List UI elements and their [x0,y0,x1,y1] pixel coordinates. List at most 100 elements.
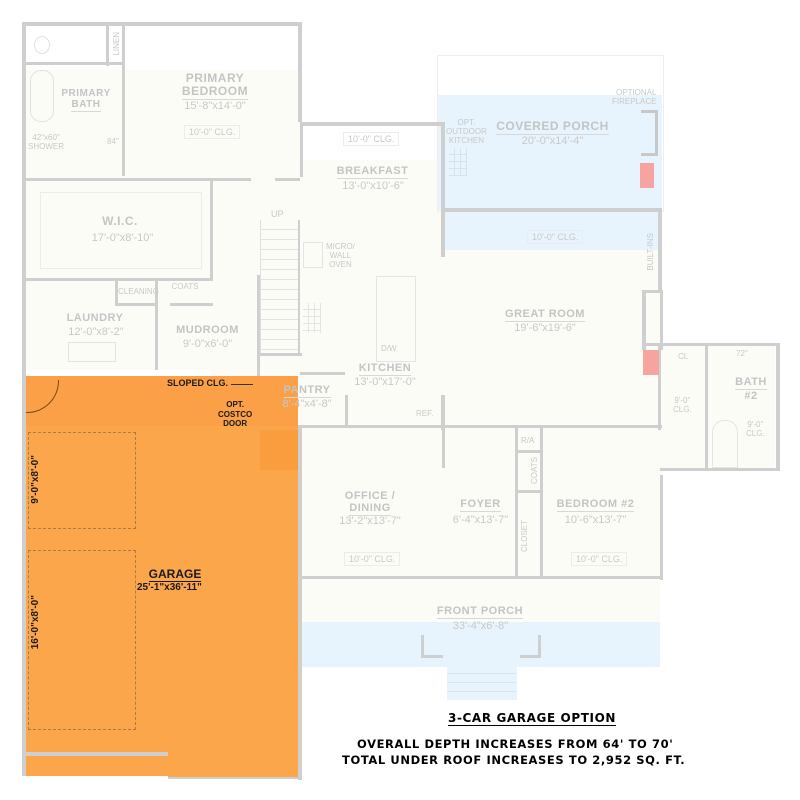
garage-corner-shade [260,430,298,470]
porch-post [538,635,541,657]
wall [170,303,213,306]
garage-bay-2 [28,550,136,730]
great-room-ceiling: 10'-0" CLG. [527,230,584,244]
bath2-label: BATH #2 [735,376,767,403]
wall [26,278,213,281]
built-ins-label: BUILT-INS [646,233,655,271]
outdoor-grill [449,148,467,176]
wall [300,122,445,126]
wall [642,290,646,350]
wall [658,208,662,293]
wall [515,490,540,493]
costco-door-note: OPT. COSTCO DOOR [218,400,253,429]
garage-wall-bottom [168,775,302,779]
foyer-closet-label: CLOSET [520,520,529,553]
linen-cl-label: CL [678,352,689,361]
garage-door-1-size: 9'-0"x8'-0" [30,455,41,504]
foyer-label: FOYER [448,498,513,513]
bedroom2-ceiling: 10'-0" CLG. [571,552,628,566]
wall [298,22,302,122]
kitchen-dims: 13'-0"x17'-0" [354,376,416,388]
front-porch-label: FRONT PORCH [430,605,530,620]
hall-ceiling: 9'-0" CLG. [673,396,692,415]
bathtub [30,70,54,122]
wic-label: W.I.C. [102,214,138,228]
area-note: TOTAL UNDER ROOF INCREASES TO 2,952 SQ. … [342,753,686,767]
wall [300,372,345,375]
coats-closet-label: COATS [171,282,199,291]
office-dining-dims: 13'-2"x13'-7" [339,515,401,527]
pantry-label: PANTRY [272,384,342,399]
garage-highlight[interactable] [26,376,298,776]
garage-step [168,752,298,777]
garage-wall-left [22,376,26,776]
wall [22,22,302,26]
sloped-ceiling-leader [231,384,253,385]
wic-shelving-outline [40,192,202,269]
wall [660,468,780,471]
optional-fireplace-label: OPTIONAL FIREPLACE [612,88,657,107]
garage-wall-bottom [22,752,172,756]
covered-porch-area [437,95,662,210]
wall [441,395,445,430]
wall [257,425,662,428]
dishwasher-label: D/W [381,344,397,353]
wall [257,275,260,425]
mudroom-dims: 9'-0"x6'-0" [182,338,233,350]
mudroom-label: MUDROOM [176,324,239,336]
sloped-ceiling-note: SLOPED CLG. [167,378,229,388]
great-room-dims: 19'-6"x19'-6" [514,322,576,334]
wall [441,122,445,257]
bath2-tub [712,420,738,468]
porch-post [421,635,424,657]
laundry-label: LAUNDRY [66,312,124,324]
cooktop [303,303,321,333]
depth-note: OVERALL DEPTH INCREASES FROM 64' TO 70' [357,737,674,751]
linen-closet-label: LINEN [112,32,121,56]
staircase [260,220,298,353]
bedroom2-label: BEDROOM #2 [553,498,638,513]
breakfast-dims: 13'-0"x10'-6" [342,180,404,192]
wall [660,290,663,350]
wall [26,178,251,181]
vanity-size: 84" [107,137,119,146]
wall [115,280,118,305]
fireplace-hearth-porch [640,163,654,188]
laundry-dims: 12'-0"x8'-2" [68,326,124,338]
primary-bedroom-ceiling: 10'-0" CLG. [184,125,241,139]
wall [115,303,155,306]
wall [300,122,303,177]
front-porch-dims: 33'-4"x6'-8" [452,620,509,632]
wall [300,576,662,579]
front-rooms-floor [300,430,660,580]
stairs-up-label: UP [271,209,284,219]
wall [210,180,213,280]
breakfast-label: BREAKFAST [330,165,415,180]
washer-dryer [68,342,116,362]
wall [297,220,300,355]
wall [122,26,125,176]
garage-door-2-size: 16'-0"x8'-0" [30,595,41,650]
kitchen-island [376,276,416,362]
breakfast-ceiling: 10'-0" CLG. [343,132,400,146]
bath2-floor [660,345,775,470]
bedroom2-dims: 10'-6"x13'-7" [564,514,627,526]
wall [660,475,663,580]
option-title: 3-CAR GARAGE OPTION [448,711,617,726]
garage-title: GARAGE [148,567,202,582]
porch-post [421,655,443,658]
fireplace-hearth-great-room [643,350,659,375]
ra-label: R/A [521,436,535,445]
wall [442,428,445,468]
garage-bay-1 [28,432,136,529]
wall-oven [303,242,323,268]
fireplace-optional [641,110,658,156]
wall [705,345,708,470]
primary-bedroom-dims: 15'-8"x14'-0" [184,100,246,112]
outdoor-kitchen-label: OPT. OUTDOOR KITCHEN [446,118,487,146]
wall [515,428,518,578]
great-room-floor [445,250,660,430]
garage-dimensions: 25'-1"x36'-11" [137,582,202,593]
wall [645,343,780,346]
porch-post [520,655,541,658]
